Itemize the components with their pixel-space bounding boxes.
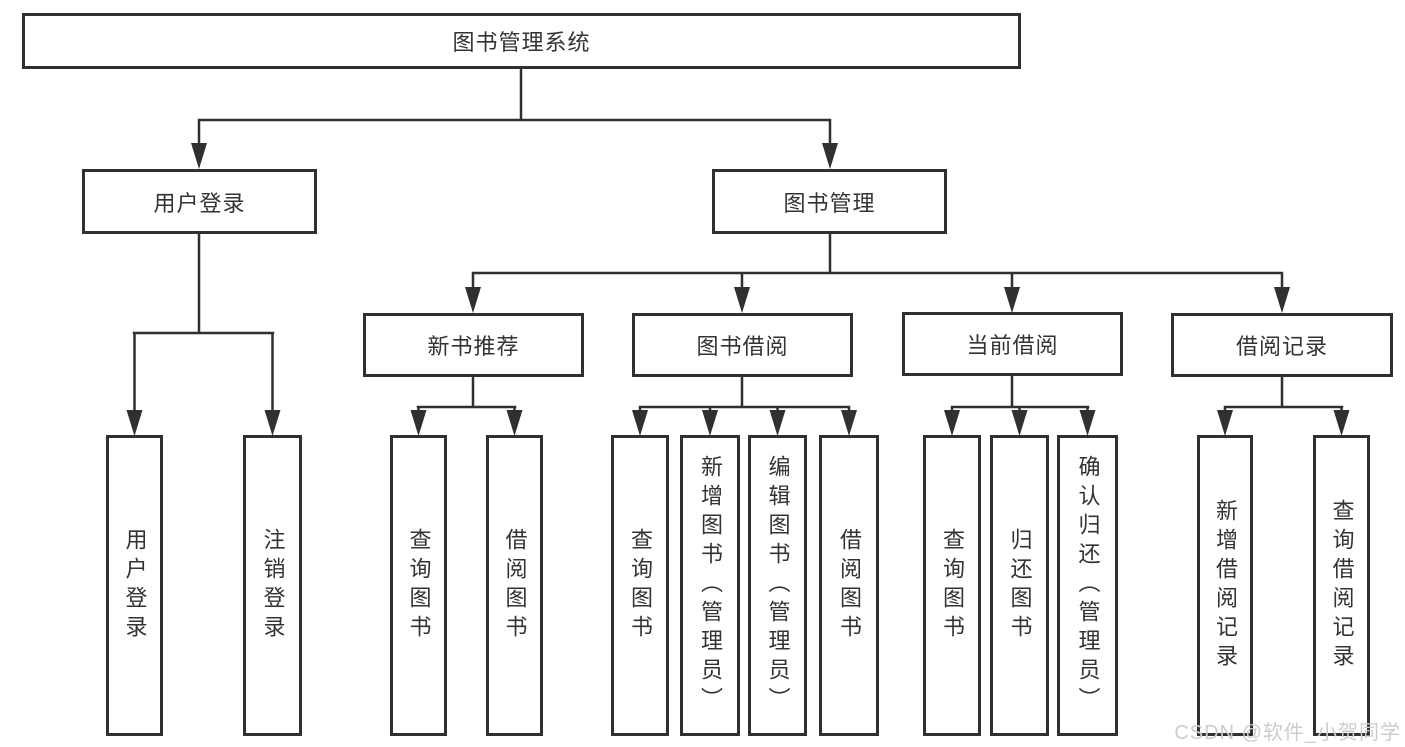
node-user-login: 用户登录 (82, 169, 317, 234)
leaf-return-books: 归还图书 (990, 435, 1049, 736)
arrowhead-icon (191, 143, 207, 169)
node-label: 注销登录 (260, 527, 286, 644)
leaf-confirm-return-admin: 确认归还（管理员） (1057, 435, 1118, 736)
node-label: 图书借阅 (696, 334, 789, 359)
arrowhead-icon (1004, 287, 1020, 313)
arrowhead-icon (841, 410, 857, 436)
node-label: 借阅图书 (502, 527, 528, 644)
node-label: 当前借阅 (966, 333, 1059, 358)
arrowhead-icon (264, 410, 281, 436)
arrowhead-icon (632, 410, 648, 436)
node-label: 查询图书 (628, 527, 653, 644)
node-label: 新增图书（管理员） (698, 455, 723, 716)
node-book-management: 图书管理 (712, 169, 947, 234)
arrowhead-icon (702, 410, 718, 436)
csdn-watermark: CSDN @软件_小贺同学 (1174, 722, 1401, 744)
node-label: 借阅记录 (1235, 334, 1328, 359)
arrowhead-icon (734, 287, 750, 313)
node-label: 查询图书 (406, 527, 432, 644)
leaf-query-books-recommend: 查询图书 (390, 435, 447, 736)
node-label: 用户登录 (153, 190, 246, 216)
node-label: 归还图书 (1007, 527, 1033, 644)
leaf-borrow-books-recommend: 借阅图书 (486, 435, 543, 736)
node-borrow-records: 借阅记录 (1171, 313, 1393, 377)
node-current-borrow: 当前借阅 (902, 312, 1123, 376)
leaf-borrow-books: 借阅图书 (819, 435, 879, 736)
node-new-book-recommend: 新书推荐 (363, 313, 584, 377)
arrowhead-icon (1217, 410, 1233, 436)
arrowhead-icon (1333, 410, 1350, 436)
leaf-logout: 注销登录 (243, 435, 302, 736)
leaf-add-borrow-record: 新增借阅记录 (1197, 435, 1253, 736)
arrowhead-icon (769, 410, 786, 436)
node-label: 图书管理 (783, 190, 876, 216)
arrowhead-icon (822, 143, 838, 169)
node-label: 借阅图书 (837, 527, 862, 644)
node-system: 图书管理系统 (22, 13, 1021, 69)
leaf-query-books-borrow: 查询图书 (611, 435, 669, 736)
leaf-user-login: 用户登录 (106, 435, 163, 736)
leaf-add-books-admin: 新增图书（管理员） (680, 435, 740, 736)
arrowhead-icon (410, 410, 427, 436)
arrowheads (126, 143, 1350, 436)
arrowhead-icon (1274, 287, 1290, 313)
node-label: 图书管理系统 (452, 30, 591, 55)
node-label: 用户登录 (122, 527, 148, 644)
arrowhead-icon (1011, 410, 1028, 436)
arrowhead-icon (126, 410, 143, 436)
node-label: 新书推荐 (427, 334, 520, 359)
node-label: 查询借阅记录 (1329, 498, 1355, 673)
leaf-query-borrow-record: 查询借阅记录 (1313, 435, 1370, 736)
arrowhead-icon (1079, 410, 1096, 436)
arrowhead-icon (506, 410, 523, 436)
node-label: 确认归还（管理员） (1075, 455, 1101, 716)
node-book-borrow: 图书借阅 (632, 313, 853, 377)
node-label: 编辑图书（管理员） (765, 455, 791, 716)
arrowhead-icon (944, 410, 960, 436)
node-label: 新增借阅记录 (1213, 498, 1238, 673)
leaf-query-books-current: 查询图书 (923, 435, 981, 736)
leaf-edit-books-admin: 编辑图书（管理员） (748, 435, 807, 736)
node-label: 查询图书 (940, 527, 965, 644)
arrowhead-icon (465, 287, 481, 313)
